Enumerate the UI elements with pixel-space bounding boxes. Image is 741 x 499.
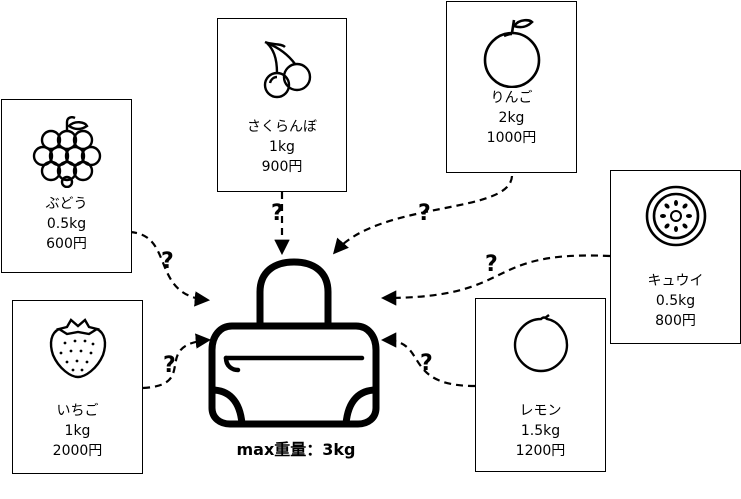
bag-caption: max重量：3kg: [236, 440, 356, 459]
item-card-lemon: レモン 1.5kg 1200円: [475, 298, 606, 472]
item-price: 1200円: [515, 443, 566, 459]
question-mark: ?: [271, 201, 284, 226]
item-card-grape: ぶどう 0.5kg 600円: [1, 99, 132, 273]
item-name: りんご: [490, 90, 533, 106]
item-price: 900円: [261, 159, 303, 175]
kiwi-icon: [645, 185, 706, 247]
item-weight: 1kg: [64, 423, 91, 439]
arrow-kiwi: [380, 254, 611, 306]
arrow-grape: [129, 230, 211, 307]
grape-icon: [32, 116, 101, 188]
item-name: さくらんぼ: [247, 119, 317, 135]
arrow-strawberry: [142, 333, 212, 390]
lemon-icon: [513, 314, 568, 373]
item-price: 600円: [46, 236, 87, 252]
question-mark: ?: [163, 353, 176, 378]
question-mark: ?: [420, 351, 433, 376]
question-mark: ?: [485, 252, 498, 277]
item-name: キュウイ: [647, 273, 704, 289]
item-price: 800円: [655, 313, 696, 329]
item-card-cherry: さくらんぼ 1kg 900円: [217, 18, 347, 192]
item-name: ぶどう: [45, 196, 88, 212]
item-weight: 0.5kg: [46, 216, 87, 232]
item-card-kiwi: キュウイ 0.5kg 800円: [610, 170, 741, 344]
item-card-strawberry: いちご 1kg 2000円: [12, 300, 143, 474]
item-card-apple: りんご 2kg 1000円: [446, 1, 577, 173]
item-price: 1000円: [486, 130, 537, 146]
cherry-icon: [263, 40, 312, 99]
arrow-lemon: [380, 332, 476, 388]
item-weight: 1.5kg: [520, 423, 561, 439]
item-weight: 2kg: [498, 110, 525, 126]
item-weight: 1kg: [269, 139, 295, 155]
apple-icon: [483, 18, 540, 88]
item-name: レモン: [519, 403, 562, 419]
arrow-apple: [332, 175, 514, 255]
item-price: 2000円: [52, 443, 103, 459]
question-mark: ?: [161, 249, 174, 274]
question-mark: ?: [418, 201, 431, 226]
strawberry-icon: [49, 318, 106, 379]
bag-icon: [208, 258, 380, 428]
item-weight: 0.5kg: [655, 293, 696, 309]
item-name: いちご: [56, 403, 99, 419]
